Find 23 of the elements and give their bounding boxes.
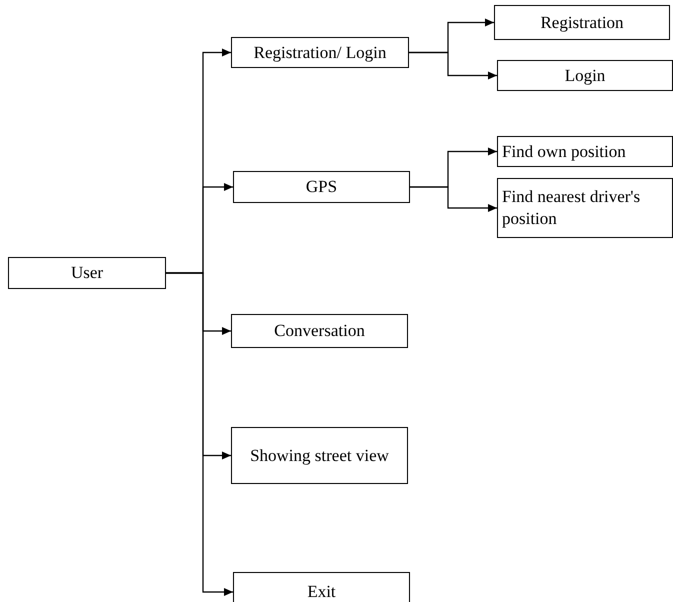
process-box	[233, 572, 410, 602]
box-label: GPS	[306, 176, 338, 198]
connector-arrow	[166, 272, 233, 596]
box-label: Registration	[540, 12, 624, 34]
box-label: Exit	[307, 581, 336, 602]
process-box	[231, 427, 408, 484]
box-label: Conversation	[274, 320, 365, 342]
box-label: Find own position	[502, 140, 626, 162]
process-box	[8, 257, 166, 289]
process-box	[497, 60, 673, 91]
box-label: Find nearest driver's position	[502, 186, 642, 230]
box-label: Login	[564, 64, 606, 86]
process-box	[231, 314, 408, 348]
process-box	[494, 5, 670, 40]
process-box	[233, 171, 410, 203]
connector-arrow	[410, 186, 497, 212]
box-label: Showing street view	[250, 444, 389, 466]
connector-arrow	[409, 52, 497, 80]
process-box	[497, 178, 673, 238]
process-box	[497, 136, 673, 167]
process-box	[231, 37, 409, 68]
box-label: User	[70, 262, 104, 284]
box-label: Registration/ Login	[254, 42, 386, 64]
